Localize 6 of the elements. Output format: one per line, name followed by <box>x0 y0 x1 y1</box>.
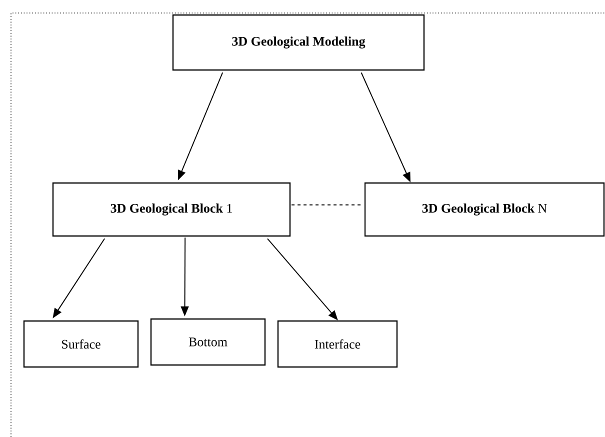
box: Bottom <box>150 318 266 366</box>
box: 3D Geological Block N <box>364 182 605 237</box>
box: Surface <box>23 320 139 368</box>
box: 3D Geological Block 1 <box>52 182 291 237</box>
box: Interface <box>277 320 398 368</box>
box: 3D Geological Modeling <box>172 14 425 71</box>
